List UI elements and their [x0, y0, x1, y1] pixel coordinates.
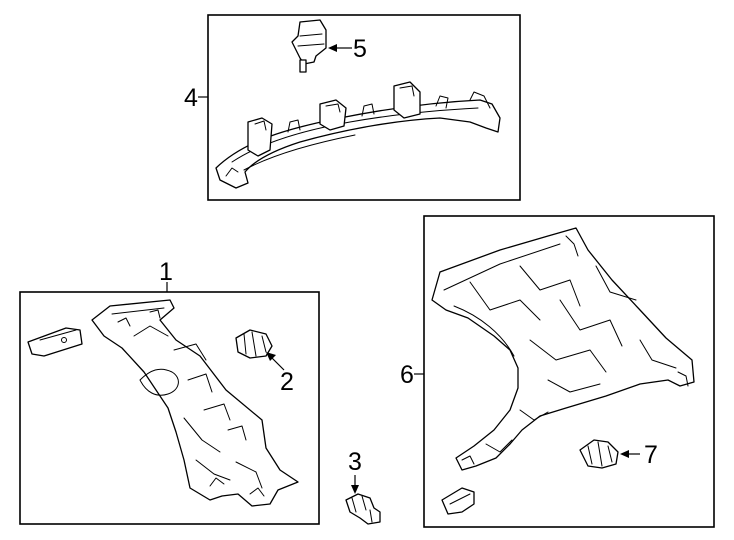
callout-2: 2	[280, 368, 294, 396]
group-box-6	[423, 215, 715, 528]
leader-5	[328, 44, 352, 52]
part-1-small-bracket	[27, 327, 83, 357]
part-2-clip	[235, 329, 273, 359]
part-6-small-bracket	[441, 487, 475, 515]
part-1-pillar-garnish	[91, 299, 299, 507]
callout-4: 4	[184, 84, 198, 112]
part-4-rail-garnish	[215, 81, 501, 189]
group-box-1	[19, 291, 320, 525]
part-7-clip	[579, 439, 619, 469]
part-6-quarter-panel	[431, 227, 695, 471]
callout-7: 7	[644, 441, 658, 469]
callout-3: 3	[348, 448, 362, 476]
callout-6: 6	[400, 361, 414, 389]
leader-3	[351, 475, 359, 494]
part-5-clip	[291, 19, 327, 73]
group-box-4	[207, 14, 521, 201]
leader-7	[620, 450, 640, 458]
callout-5: 5	[353, 35, 367, 63]
part-3-clip	[345, 493, 381, 525]
leader-2	[266, 352, 285, 371]
callout-1: 1	[159, 258, 173, 286]
